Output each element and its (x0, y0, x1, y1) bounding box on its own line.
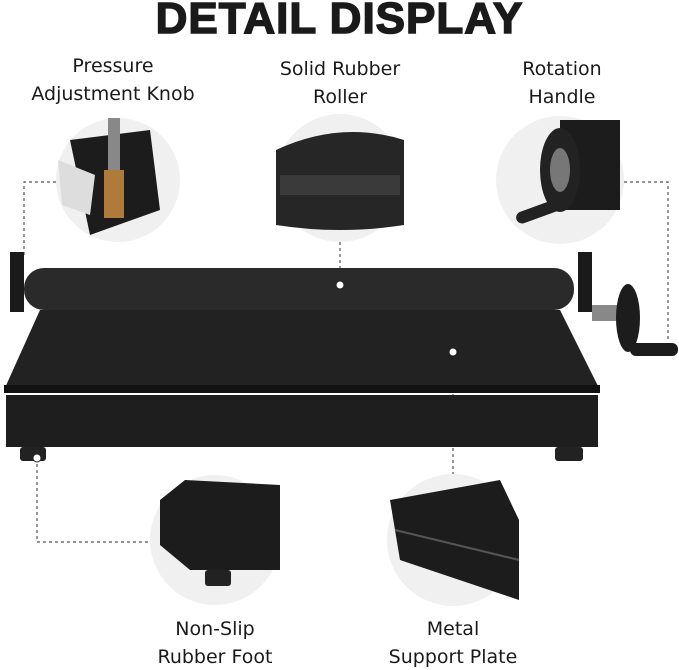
label-line: Metal (426, 618, 480, 640)
page-title: DETAIL DISPLAY (155, 0, 524, 44)
label-line: Rotation (522, 58, 602, 80)
roller-detail-circle (276, 114, 404, 242)
label-line: Pressure (72, 55, 154, 77)
handle-detail-circle (496, 116, 624, 244)
label-line: Adjustment Knob (31, 83, 195, 105)
foot-detail-circle (150, 475, 280, 605)
knob-detail-circle (56, 118, 180, 242)
label-line: Support Plate (388, 646, 518, 668)
label-line: Solid Rubber (279, 58, 401, 80)
plate-detail-circle (387, 474, 520, 606)
label-line: Roller (312, 86, 368, 108)
laminator-machine (4, 252, 678, 463)
label-line: Handle (528, 86, 596, 108)
label-line: Non-Slip (175, 618, 255, 640)
label-line: Rubber Foot (157, 646, 273, 668)
